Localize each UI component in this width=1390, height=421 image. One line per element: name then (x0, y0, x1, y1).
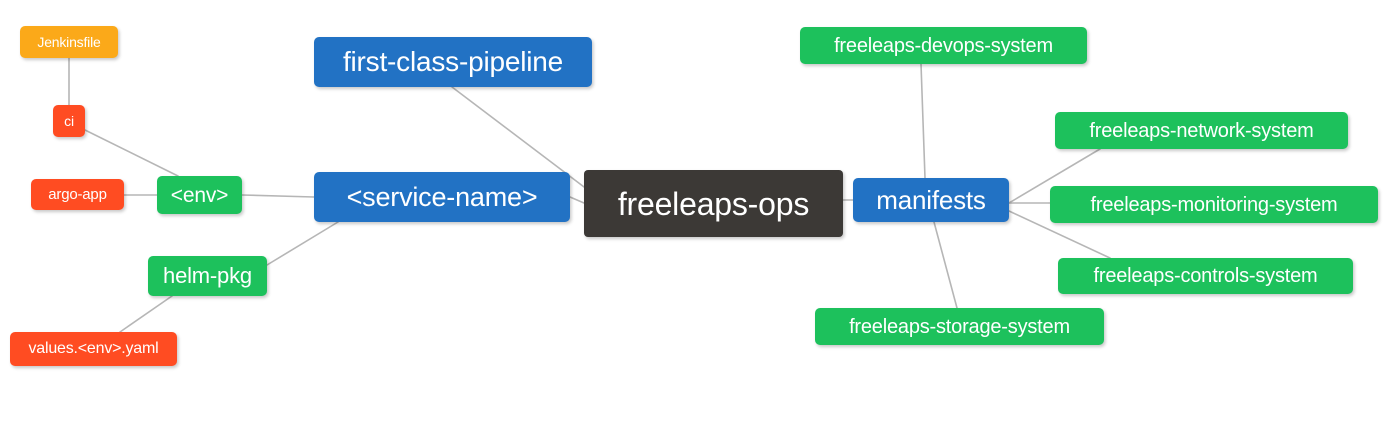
node-label: freeleaps-storage-system (849, 315, 1070, 338)
node-freeleaps-monitoring-system[interactable]: freeleaps-monitoring-system (1050, 186, 1378, 223)
node-manifests[interactable]: manifests (853, 178, 1009, 222)
node-env[interactable]: <env> (157, 176, 242, 214)
node-freeleaps-network-system[interactable]: freeleaps-network-system (1055, 112, 1348, 149)
node-label: <service-name> (346, 181, 538, 212)
node-label: freeleaps-ops (617, 185, 810, 222)
node-freeleaps-devops-system[interactable]: freeleaps-devops-system (800, 27, 1087, 64)
node-helm-pkg[interactable]: helm-pkg (148, 256, 267, 296)
node-first-class-pipeline[interactable]: first-class-pipeline (314, 37, 592, 87)
node-label: freeleaps-devops-system (834, 34, 1053, 57)
edge-manifests-to-freeleaps-storage-system (933, 221, 958, 309)
edge-env-to-ci (84, 129, 179, 177)
edge-manifests-to-freeleaps-devops-system (920, 63, 926, 179)
node-label: argo-app (48, 186, 107, 203)
node-freeleaps-controls-system[interactable]: freeleaps-controls-system (1058, 258, 1353, 294)
node-service-name[interactable]: <service-name> (314, 172, 570, 222)
node-label: values.<env>.yaml (28, 340, 159, 357)
node-argo-app[interactable]: argo-app (31, 179, 124, 210)
node-label: first-class-pipeline (342, 46, 564, 77)
edge-freeleaps-ops-to-service-name (569, 196, 585, 204)
node-label: freeleaps-controls-system (1093, 265, 1318, 287)
node-label: freeleaps-network-system (1089, 119, 1314, 142)
node-values-env-yaml[interactable]: values.<env>.yaml (10, 332, 177, 366)
node-label: manifests (876, 185, 986, 215)
node-jenkinsfile[interactable]: Jenkinsfile (20, 26, 118, 58)
node-label: ci (64, 113, 74, 129)
edge-helm-pkg-to-values-env-yaml (119, 295, 173, 333)
node-ci[interactable]: ci (53, 105, 85, 137)
node-label: Jenkinsfile (37, 34, 101, 50)
node-freeleaps-ops[interactable]: freeleaps-ops (584, 170, 843, 237)
node-label: helm-pkg (163, 263, 252, 288)
node-freeleaps-storage-system[interactable]: freeleaps-storage-system (815, 308, 1104, 345)
node-label: freeleaps-monitoring-system (1090, 193, 1338, 216)
edge-service-name-to-helm-pkg (266, 221, 339, 266)
edge-service-name-to-env (241, 194, 315, 198)
node-label: <env> (170, 183, 229, 207)
